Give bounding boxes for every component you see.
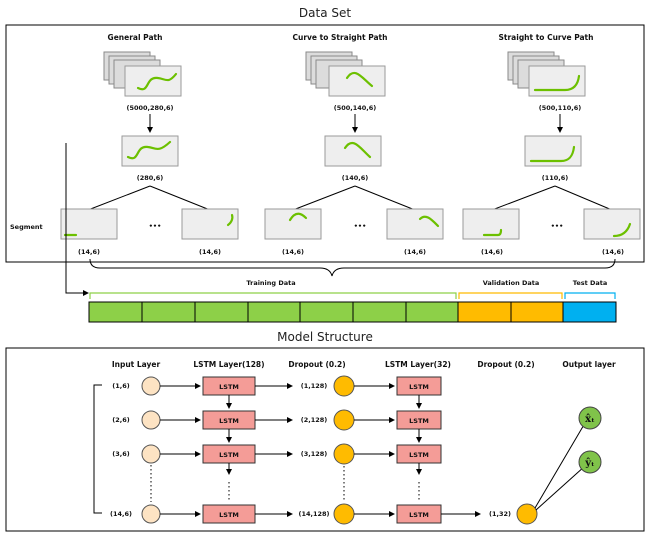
segment-stc-last (583, 208, 641, 240)
shape-cts-single: (140,6) (342, 174, 369, 182)
output-y-label: ŷₜ (584, 458, 595, 469)
segments-brace (89, 258, 616, 277)
output-y-node (578, 450, 602, 474)
svg-text:LSTM: LSTM (219, 383, 239, 391)
training-bracket (89, 292, 457, 299)
stack-straight-to-curve (507, 51, 586, 97)
segment-cts-last (386, 208, 444, 240)
header-dropout-2: Dropout (0.2) (477, 360, 534, 369)
header-output-layer: Output layer (562, 360, 616, 369)
path-straight-to-curve-label: Straight to Curve Path (499, 33, 594, 42)
dataset-frame (5, 24, 645, 263)
input-bracket (93, 384, 102, 514)
path-curve-to-straight-label: Curve to Straight Path (293, 33, 388, 42)
segment-ellipsis-2: ••• (354, 222, 366, 230)
row-last: (14,6) LSTM (14,128) LSTM (1,32) (110, 503, 538, 525)
svg-text:LSTM: LSTM (409, 451, 429, 459)
hidden-shape: (14,128) (298, 510, 329, 518)
sample-to-split-arrow (65, 143, 89, 296)
segment-shape-6: (14,6) (602, 248, 624, 256)
header-lstm-128: LSTM Layer(128) (193, 360, 264, 369)
svg-text:LSTM: LSTM (219, 511, 239, 519)
row-1: (1,6) LSTM (1,128) LSTM (112, 375, 442, 397)
shape-cts-stack: (500,140,6) (334, 104, 377, 112)
shape-stc-single: (110,6) (542, 174, 569, 182)
segment-shape-3: (14,6) (282, 248, 304, 256)
sample-straight-to-curve (524, 135, 582, 167)
stack-general (103, 51, 182, 97)
segment-ellipsis-3: ••• (551, 222, 563, 230)
test-label: Test Data (573, 279, 608, 287)
output-x-node (578, 406, 602, 430)
header-lstm-32: LSTM Layer(32) (385, 360, 451, 369)
row-2: (2,6) LSTM (2,128) LSTM (112, 409, 442, 431)
shape-general-stack: (5000,280,6) (126, 104, 173, 112)
split-bar (88, 301, 617, 323)
row-3: (3,6) LSTM (3,128) LSTM (112, 443, 442, 465)
input-shape: (14,6) (110, 510, 132, 518)
sample-general (121, 135, 179, 167)
path-general-label: General Path (108, 33, 163, 42)
input-shape: (3,6) (112, 450, 129, 458)
segment-ellipsis-1: ••• (149, 222, 161, 230)
input-node (141, 376, 161, 396)
hidden-shape: (2,128) (301, 416, 328, 424)
segment-stc-first (462, 208, 520, 240)
stack-curve-to-straight (305, 51, 386, 97)
input-shape: (2,6) (112, 416, 129, 424)
model-frame (5, 347, 645, 532)
output-link-y (535, 465, 586, 511)
model-title: Model Structure (277, 330, 373, 344)
svg-text:LSTM: LSTM (409, 511, 429, 519)
hidden-shape: (3,128) (301, 450, 328, 458)
segment-cts-first (264, 208, 322, 240)
segment-shape-1: (14,6) (78, 248, 100, 256)
segment-general-first (60, 208, 118, 240)
output-x-label: x̂ₜ (585, 414, 595, 425)
final-shape: (1,32) (489, 510, 511, 518)
svg-text:LSTM: LSTM (219, 417, 239, 425)
hidden-shape: (1,128) (301, 382, 328, 390)
svg-text:LSTM: LSTM (409, 383, 429, 391)
dropout2-node (516, 503, 538, 525)
input-node (141, 444, 161, 464)
dropout1-node (333, 409, 355, 431)
output-link-x (534, 422, 586, 509)
dropout1-node (333, 375, 355, 397)
segment-label: Segment (10, 223, 43, 231)
validation-bracket (458, 292, 563, 299)
sample-curve-to-straight (324, 135, 382, 167)
segment-shape-4: (14,6) (404, 248, 426, 256)
validation-label: Validation Data (483, 279, 540, 287)
dropout1-node (333, 503, 355, 525)
test-bracket (564, 292, 616, 299)
segment-shape-5: (14,6) (481, 248, 503, 256)
shape-general-single: (280,6) (137, 174, 164, 182)
training-label: Training Data (246, 279, 295, 287)
dataset-title: Data Set (299, 6, 351, 20)
header-dropout-1: Dropout (0.2) (288, 360, 345, 369)
dropout1-node (333, 443, 355, 465)
input-node (141, 504, 161, 524)
input-shape: (1,6) (112, 382, 129, 390)
svg-text:LSTM: LSTM (409, 417, 429, 425)
input-node (141, 410, 161, 430)
segment-general-last (181, 208, 239, 240)
header-input-layer: Input Layer (112, 360, 161, 369)
segment-shape-2: (14,6) (199, 248, 221, 256)
shape-stc-stack: (500,110,6) (539, 104, 582, 112)
svg-text:LSTM: LSTM (219, 451, 239, 459)
